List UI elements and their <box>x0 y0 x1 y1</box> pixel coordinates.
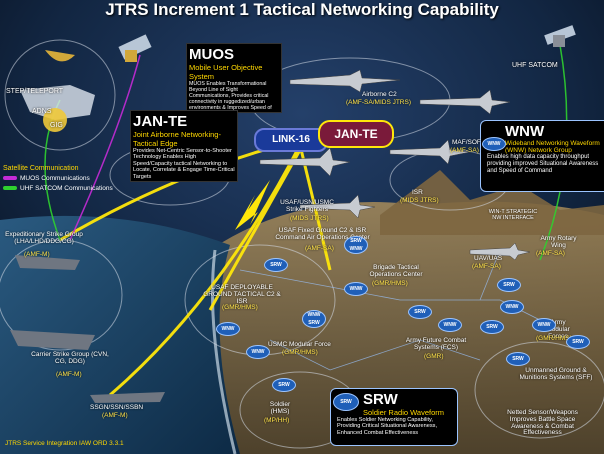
legend-swatch-muos <box>3 176 17 181</box>
srw-heading: SRW <box>363 391 398 408</box>
legend-label-uhf: UHF SATCOM Communications <box>20 185 113 192</box>
uav-sub: (AMF-SA) <box>472 263 501 270</box>
legend-swatch-uhf <box>3 186 17 191</box>
srw-subtitle: Soldier Radio Waveform <box>363 408 445 417</box>
carrier-label: Carrier Strike Group (CVN, CG, DDG) <box>31 351 109 365</box>
fighters-sub: (MIDS JTRS) <box>290 215 329 222</box>
army-rotary-label: Army Rotary Wing <box>540 235 577 249</box>
net-node: WNW <box>500 300 524 314</box>
net-node: SRW WNW <box>344 236 368 254</box>
ships <box>10 255 165 403</box>
maf-sof-sub: (AMF-SA) <box>450 147 479 154</box>
airborne-c2-label: Airborne C2 <box>362 91 397 98</box>
army-modular-sub: (GMR/HMS) <box>536 335 572 342</box>
jante-box: JAN-TE Joint Airborne Networking-Tactica… <box>130 110 238 182</box>
army-rotary-sub: (AMF-SA) <box>536 250 565 257</box>
net-node: WNW <box>216 322 240 336</box>
legend-title: Satellite Communication <box>3 165 79 172</box>
airborne-c2-sub: (AMF-SA/MIDS JTRS) <box>346 99 411 106</box>
srw-logo-icon: SRW <box>333 393 359 411</box>
net-node: SRW <box>264 258 288 272</box>
ssgn-label: SSGN/SSN/SSBN <box>90 404 144 411</box>
wnw-box: WNW Wideband Networking Waveform (WNW) N… <box>480 120 604 192</box>
satcom-legend: Satellite Communication MUOS Communicati… <box>3 165 113 192</box>
srw-box: SRW Soldier Radio Waveform Enables Soldi… <box>330 388 458 446</box>
page-title: JTRS Increment 1 Tactical Networking Cap… <box>105 0 499 19</box>
step-label: STEP/TELEPORT <box>6 88 64 95</box>
ugs-label: Unmanned Ground & Munitions Systems (SFF… <box>519 367 593 381</box>
ssgn-sub: (AMF-M) <box>102 412 128 419</box>
carrier-sub: (AMF-M) <box>56 371 82 378</box>
uav-label: UAV/UAS <box>474 255 503 262</box>
adns-label: ADNS <box>32 108 52 115</box>
usmc-label: USMC Modular Force <box>268 341 331 348</box>
usmc-sub: (GMR/HMS) <box>282 349 318 356</box>
link16-pill: LINK-16 <box>254 128 328 152</box>
sensors-label: Netted Sensor/Weapons Improves Battle Sp… <box>507 409 578 437</box>
maf-sof-label: MAF/SOF <box>452 139 481 146</box>
satellite-uhf-icon <box>544 25 576 47</box>
uhf-satcom-label: UHF SATCOM <box>512 62 558 69</box>
footer-note: JTRS Service Integration IAW ORD 3.3.1 <box>5 440 124 447</box>
wnw-logo-icon: WNW <box>482 137 506 151</box>
brigade-sub: (GMR/HMS) <box>372 280 408 287</box>
srw-body: Enables Soldier Networking Capability, P… <box>337 417 438 436</box>
sea <box>0 215 240 454</box>
net-node: WNW <box>344 282 368 296</box>
isr-sub: (MIDS JTRS) <box>400 197 439 204</box>
legend-item-muos: MUOS Communications <box>3 175 113 182</box>
legend-label-muos: MUOS Communications <box>20 175 90 182</box>
brigade-label: Brigade Tactical Operations Center <box>369 264 423 278</box>
usaf-deployable-sub: (GMR/HMS) <box>222 304 258 311</box>
gig-label: GIG <box>50 122 63 129</box>
net-node: SRW <box>566 335 590 349</box>
wint-label: WIN-T STRATEGIC NW INTERFACE <box>488 209 538 221</box>
net-node: WNW SRW <box>302 310 326 328</box>
jante-pill: JAN-TE <box>318 120 394 148</box>
usaf-deployable-label: USAF DEPLOYABLE GROUND TACTICAL C2 & ISR <box>203 284 281 305</box>
lightning-icon <box>235 180 270 230</box>
exp-strike-sub: (AMF-M) <box>24 251 50 258</box>
net-node: WNW <box>438 318 462 332</box>
satellite-muos-icon <box>118 34 152 62</box>
wnw-subtitle: Wideband Networking Waveform (WNW) Netwo… <box>505 140 600 154</box>
wnw-heading: WNW <box>505 123 545 140</box>
fcs-label: Army Future Combat Systems (FCS) <box>405 337 467 351</box>
army-modular-label: Army Modular Forces <box>546 319 570 340</box>
soldier-label: Soldier (HMS) <box>269 401 291 415</box>
muos-subtitle: Mobile User Objective System <box>189 63 263 81</box>
fcs-sub: (GMR) <box>424 353 444 360</box>
land-mass <box>207 201 604 454</box>
net-node: SRW <box>506 352 530 366</box>
fighters-label: USAF/USN/USMC Strike Fighters <box>280 199 334 213</box>
isr-label: ISR <box>412 189 423 196</box>
soldier-sub: (MP/HH) <box>264 417 290 424</box>
net-node: SRW <box>480 320 504 334</box>
usaf-fixed-sub: (AMF-SA) <box>305 245 334 252</box>
exp-strike-label: Expeditionary Strike Group (LHA/LHD/DDG/… <box>5 231 83 245</box>
muos-box: MUOS Mobile User Objective System MUOS E… <box>186 43 282 117</box>
legend-item-uhf: UHF SATCOM Communications <box>3 185 113 192</box>
mountains <box>380 170 604 235</box>
dish-icon <box>45 50 75 62</box>
muos-heading: MUOS <box>189 46 234 63</box>
jante-subtitle: Joint Airborne Networking-Tactical Edge <box>133 130 221 148</box>
net-node: SRW <box>408 305 432 319</box>
us-map <box>20 85 95 120</box>
net-node: SRW <box>272 378 296 392</box>
net-node: WNW <box>532 318 556 332</box>
jante-body: Provides Net-Centric Sensor-to-Shooter T… <box>133 148 235 180</box>
net-node: SRW <box>497 278 521 292</box>
net-node: WNW <box>246 345 270 359</box>
jante-heading: JAN-TE <box>133 113 188 130</box>
usaf-fixed-label: USAF Fixed Ground C2 & ISR Command Air O… <box>275 227 370 241</box>
aircraft-silhouettes <box>259 69 531 261</box>
wnw-body: Enables high data capacity throughput pr… <box>487 154 599 174</box>
